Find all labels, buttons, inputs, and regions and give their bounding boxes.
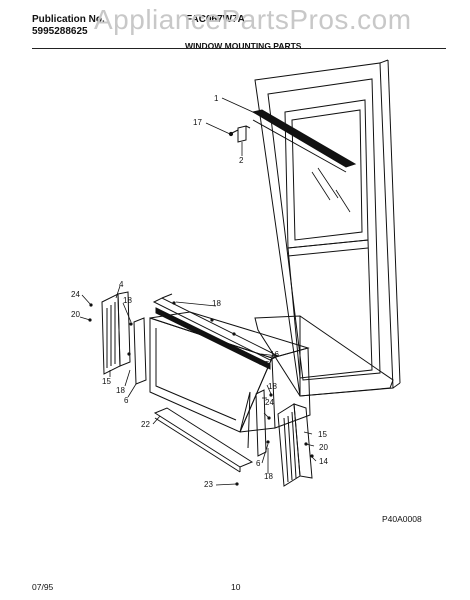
part-2-bracket [237,125,251,143]
callout-6-left: 6 [124,396,129,405]
callout-20-left: 20 [71,310,80,319]
callout-24-left: 24 [71,290,80,299]
callout-labels: 1 17 2 4 24 18 20 15 18 6 18 16 5 18 24 … [71,94,328,489]
publication-number: 5995288625 [32,26,88,37]
callout-20-right: 20 [319,443,328,452]
callout-17: 17 [193,118,202,127]
callout-23: 23 [204,480,213,489]
callout-5: 5 [265,360,270,369]
right-accordion-panel [255,389,313,487]
window-frame [254,59,401,397]
watermark: AppliancePartsPros.com [94,4,412,35]
callout-18-right-bottom: 18 [264,472,273,481]
callout-22: 22 [141,420,150,429]
callout-15-left: 15 [102,377,111,386]
part-17-screw [228,129,239,137]
callout-14: 14 [319,457,328,466]
callout-18-right-top: 18 [268,382,277,391]
callout-1: 1 [214,94,219,103]
model-number: FAC067W7A [186,14,245,25]
window-upper-sash [284,99,369,249]
footer-date: 07/95 [32,582,54,592]
callout-4: 4 [119,280,124,289]
callout-15-right: 15 [318,430,327,439]
part-1-top-rail [251,109,357,173]
part-22-bottom-rail [153,407,254,473]
header-divider [32,48,446,49]
callout-18-left-top: 18 [123,296,132,305]
section-title: WINDOW MOUNTING PARTS [185,41,302,51]
window-lower-sash [287,239,373,379]
callout-2: 2 [239,156,244,165]
leader-lines [79,97,317,486]
publication-label: Publication No. [32,14,105,25]
callout-18-top: 18 [212,299,221,308]
callout-24-right: 24 [265,398,274,407]
callout-18-left-bottom: 18 [116,386,125,395]
left-accordion-panel [101,291,147,385]
hardware-screws [88,301,314,486]
callout-6-right: 6 [256,459,261,468]
page-number: 10 [231,582,241,592]
diagram-code: P40A0008 [382,514,422,524]
callout-16: 16 [270,350,279,359]
